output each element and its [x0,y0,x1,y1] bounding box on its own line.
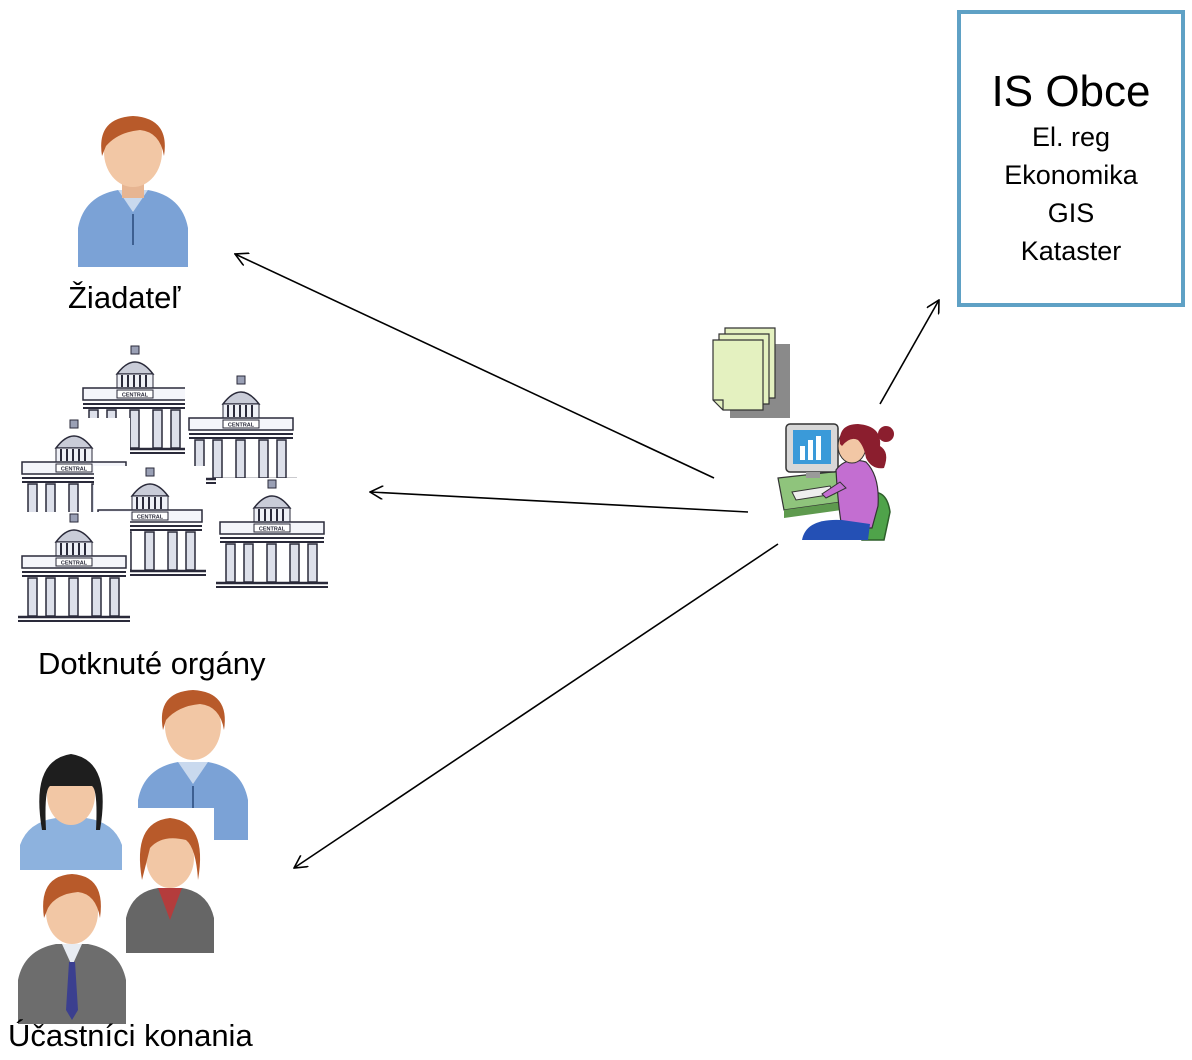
applicant-label: Žiadateľ [68,280,181,315]
is-obce-title: IS Obce [991,67,1151,116]
is-obce-item: El. reg [1031,122,1111,152]
government-building-icon [216,478,328,588]
office-worker-icon [777,423,894,541]
is-obce-box: IS Obce El. reg Ekonomika GIS Kataster [957,10,1185,307]
government-building-icon [18,512,130,622]
arrow-to-authorities [370,492,749,513]
authorities-label: Dotknuté orgány [38,646,266,681]
arrow-to-participants [294,543,779,868]
document-stack-icon [712,327,790,418]
woman-suit-avatar-icon [126,808,214,953]
arrow-to-applicant [235,254,715,479]
is-obce-item: Kataster [1020,236,1122,266]
arrow-to-is-obce [879,300,939,405]
man-suit-avatar-icon [18,874,126,1024]
woman-avatar-icon [20,750,122,870]
participants-label: Účastníci konania [8,1018,253,1053]
is-obce-item: GIS [1047,198,1095,228]
applicant-avatar-icon [78,115,188,267]
is-obce-item: Ekonomika [1004,160,1138,190]
authorities-buildings-icon [18,344,328,622]
participants-avatars-icon [18,690,248,1024]
